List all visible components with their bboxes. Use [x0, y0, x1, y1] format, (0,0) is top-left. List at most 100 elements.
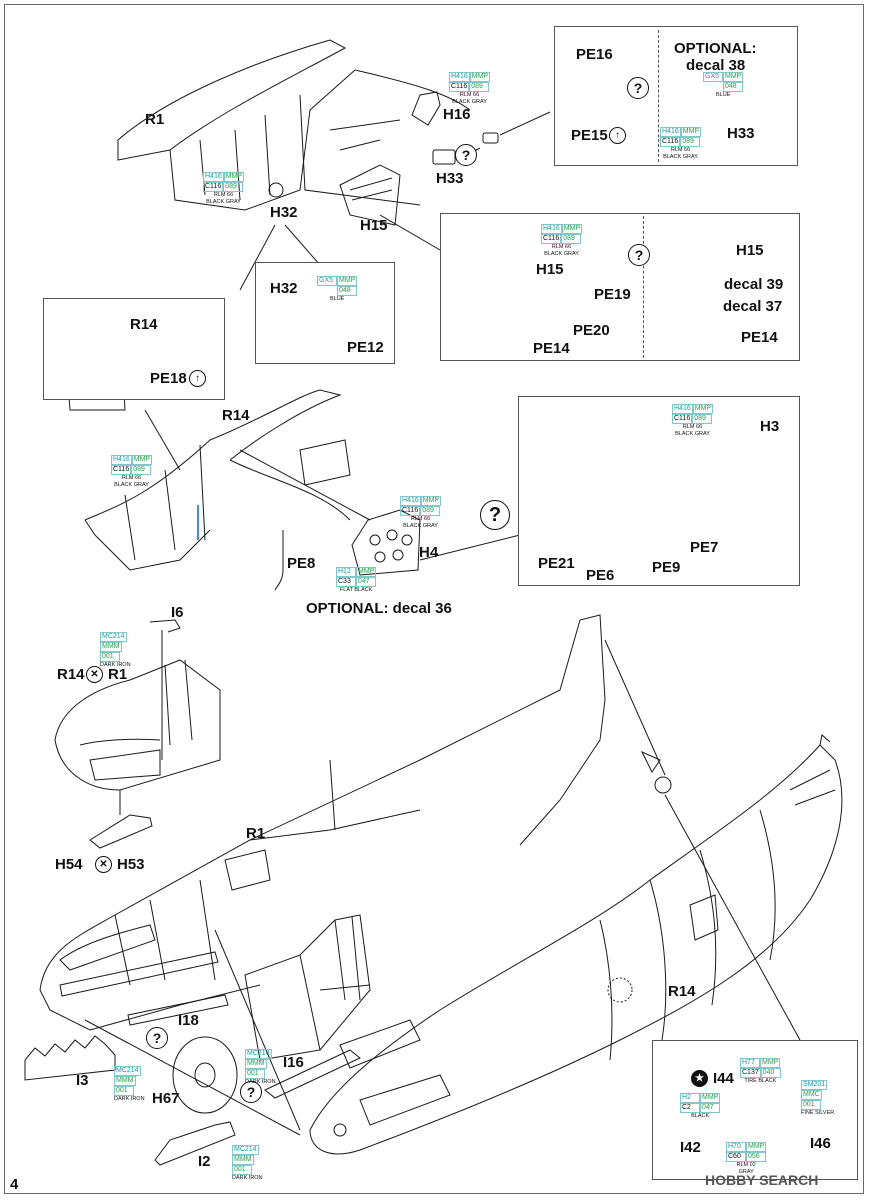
arrow-up-icon: ↑: [609, 127, 626, 144]
h16-part: [412, 92, 440, 125]
inset-h32: [255, 262, 395, 364]
color-callout-fine-silver: SM201 MMC 001 FINE SILVER: [801, 1080, 835, 1116]
inset-divider-2: [643, 216, 644, 358]
cowling-nose: [55, 660, 220, 790]
question-icon: ?: [240, 1081, 262, 1103]
label-i46: I46: [810, 1135, 831, 1152]
note-optional-36: OPTIONAL: decal 36: [306, 600, 452, 617]
main-fuselage: [40, 615, 605, 1030]
question-icon: ?: [480, 500, 510, 530]
inset-h3: [518, 396, 800, 586]
color-callout-dark-iron: MC214 MMM 001 DARK IRON: [232, 1145, 263, 1181]
question-icon: ?: [628, 244, 650, 266]
label-h33-main: H33: [436, 170, 464, 187]
watermark-logo: HOBBY SEARCH: [705, 1172, 819, 1188]
h33-part: [433, 150, 455, 164]
label-pe15: PE15: [571, 127, 608, 144]
label-h32-inset: H32: [270, 280, 298, 297]
label-decal37: decal 37: [723, 298, 783, 315]
page-border: [4, 4, 864, 1194]
color-callout-dark-iron: MC214 MMM 001 DARK IRON: [100, 632, 131, 668]
question-icon: ?: [455, 144, 477, 166]
remove-icon: ✕: [95, 856, 112, 873]
label-decal39: decal 39: [724, 276, 784, 293]
inset-tailwheel: [652, 1040, 858, 1180]
label-r14-lower: R14: [668, 983, 696, 1000]
label-pe18: PE18: [150, 370, 187, 387]
inset-divider-1: [658, 30, 659, 162]
i6-part: [150, 620, 180, 760]
label-pe12: PE12: [347, 339, 384, 356]
label-h15-inset1: H15: [536, 261, 564, 278]
label-pe9: PE9: [652, 559, 681, 576]
star-icon: ★: [691, 1070, 708, 1087]
label-i3: I3: [76, 1072, 89, 1089]
label-h32-top: H32: [270, 204, 298, 221]
label-h4: H4: [419, 544, 439, 561]
label-h15-main: H15: [360, 217, 388, 234]
color-callout-dark-iron: MC214 MMM 001 DARK IRON: [245, 1049, 276, 1085]
pe8-part: [275, 530, 283, 590]
color-callout-dark-iron: MC214 MMM 001 DARK IRON: [114, 1066, 145, 1102]
label-i2: I2: [198, 1153, 211, 1170]
question-icon: ?: [146, 1027, 168, 1049]
label-r14-inset: R14: [130, 316, 158, 333]
label-pe6: PE6: [586, 567, 615, 584]
remove-icon: ✕: [86, 666, 103, 683]
label-pe16: PE16: [576, 46, 613, 63]
label-i42: I42: [680, 1139, 701, 1156]
label-r14-alt: R14: [57, 666, 85, 683]
label-pe7: PE7: [690, 539, 719, 556]
r14-mid-fuselage: [85, 390, 370, 570]
label-pe21: PE21: [538, 555, 575, 572]
tailwheel-hook: [654, 776, 672, 794]
label-i44: I44: [713, 1070, 734, 1087]
h15-panel: [340, 165, 400, 225]
label-r1-alt: R1: [108, 666, 128, 683]
label-r1-lower: R1: [246, 825, 266, 842]
label-pe19: PE19: [594, 286, 631, 303]
inset-h15: [440, 213, 800, 361]
note-optional-38-line2: decal 38: [686, 57, 746, 74]
label-pe14-inset2: PE14: [741, 329, 778, 346]
label-i18: I18: [178, 1012, 199, 1029]
page-number: 4: [10, 1176, 19, 1193]
label-h53: H53: [117, 856, 145, 873]
h54-part: [90, 815, 152, 848]
label-h16: H16: [443, 106, 471, 123]
label-h33-inset: H33: [727, 125, 755, 142]
label-pe14-inset1: PE14: [533, 340, 570, 357]
h4-panel: [352, 510, 420, 575]
r1-top-fuselage: [118, 40, 470, 210]
inset-pe15-optional: [554, 26, 798, 166]
label-pe20: PE20: [573, 322, 610, 339]
label-h54: H54: [55, 856, 83, 873]
label-h3: H3: [760, 418, 780, 435]
cockpit-seat: [245, 915, 370, 1060]
lower-small-parts: [25, 952, 360, 1165]
label-i16: I16: [283, 1054, 304, 1071]
label-h15-inset2: H15: [736, 242, 764, 259]
label-i6: I6: [171, 604, 184, 621]
label-r1-top: R1: [145, 111, 165, 128]
label-r14-mid: R14: [222, 407, 250, 424]
label-h67: H67: [152, 1090, 180, 1107]
h32-knob: [268, 182, 284, 198]
note-optional-38-line1: OPTIONAL:: [674, 40, 757, 57]
question-icon: ?: [627, 77, 649, 99]
label-pe8: PE8: [287, 555, 316, 572]
